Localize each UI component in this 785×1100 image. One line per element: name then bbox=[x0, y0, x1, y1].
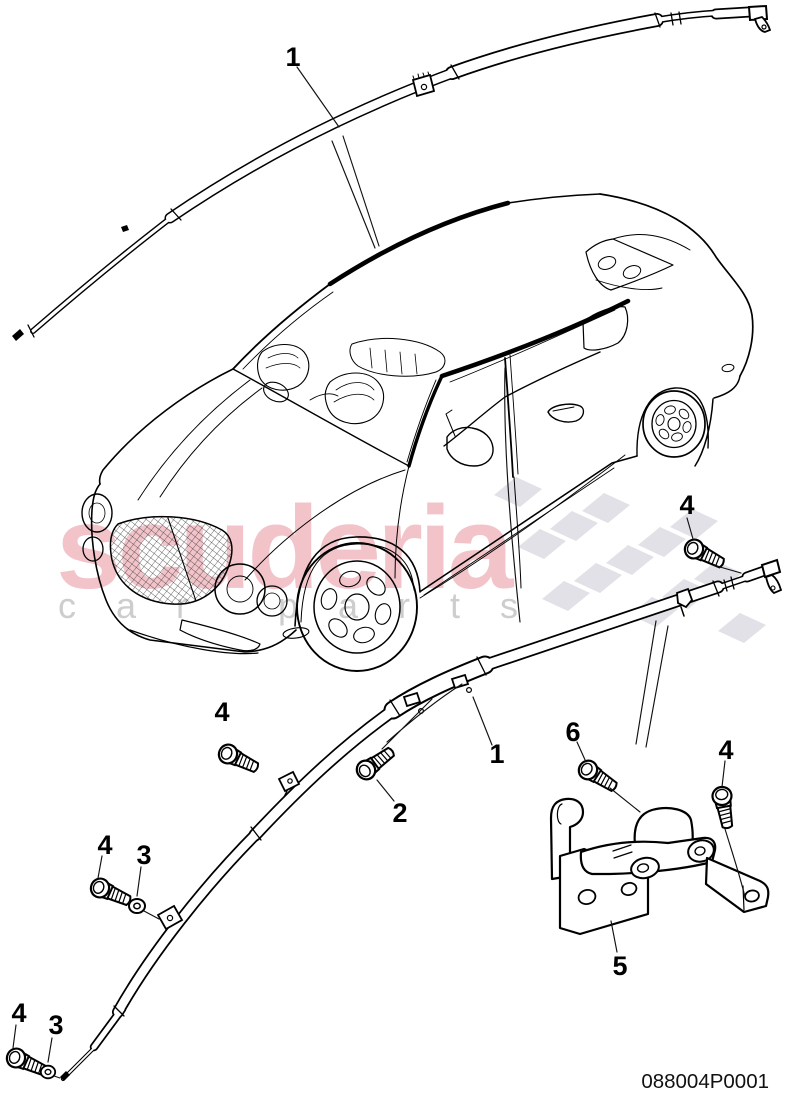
callout-3-bottom: 3 bbox=[48, 1010, 63, 1040]
washer-part-3-bottom bbox=[39, 1064, 57, 1080]
top-curtain-airbag bbox=[12, 4, 772, 341]
side-mirror bbox=[446, 426, 494, 467]
part-number: 088004P0001 bbox=[641, 1070, 769, 1093]
rear-wheel bbox=[642, 390, 706, 458]
door-handle bbox=[547, 403, 585, 423]
car-illustration bbox=[81, 193, 754, 672]
callout-3-mid: 3 bbox=[136, 840, 151, 870]
end-fitting-elbow bbox=[764, 573, 783, 595]
callout-1-top: 1 bbox=[285, 42, 300, 72]
mounting-tab bbox=[411, 71, 436, 98]
washer-part-3-mid bbox=[128, 898, 146, 914]
callout-4-right: 4 bbox=[718, 735, 733, 765]
mounting-bracket bbox=[549, 797, 770, 936]
bolt-part-4-right bbox=[709, 784, 739, 831]
callout-4-mid-left: 4 bbox=[214, 697, 229, 727]
callout-6: 6 bbox=[565, 717, 580, 747]
callout-4-upper-right: 4 bbox=[679, 490, 694, 520]
grille-mesh bbox=[109, 515, 233, 605]
callout-4-bottom: 4 bbox=[11, 998, 26, 1028]
leader-lines bbox=[12, 66, 746, 1079]
bolt-part-6 bbox=[574, 756, 622, 797]
bolt-part-4-mid-left bbox=[214, 740, 263, 778]
roof-rail-left-thick-line bbox=[327, 200, 511, 287]
callout-5: 5 bbox=[612, 951, 627, 981]
tube-clip-right bbox=[676, 587, 694, 617]
headlight-near-outer bbox=[214, 563, 266, 615]
tube-clip-middle bbox=[277, 770, 301, 798]
callout-2: 2 bbox=[392, 798, 407, 828]
callout-1-lower: 1 bbox=[489, 739, 504, 769]
callout-4-lower-left: 4 bbox=[97, 830, 112, 860]
bolt-part-4-lower-left bbox=[86, 874, 135, 911]
roof-rail-right-thick-line bbox=[439, 298, 631, 379]
headlight-far-outer bbox=[81, 493, 113, 533]
bottom-curtain-airbag bbox=[60, 558, 783, 1081]
inflator-clips bbox=[402, 673, 473, 714]
tube-clip-lower bbox=[156, 904, 184, 931]
front-wheel bbox=[296, 542, 418, 672]
bolt-part-2 bbox=[352, 742, 399, 785]
